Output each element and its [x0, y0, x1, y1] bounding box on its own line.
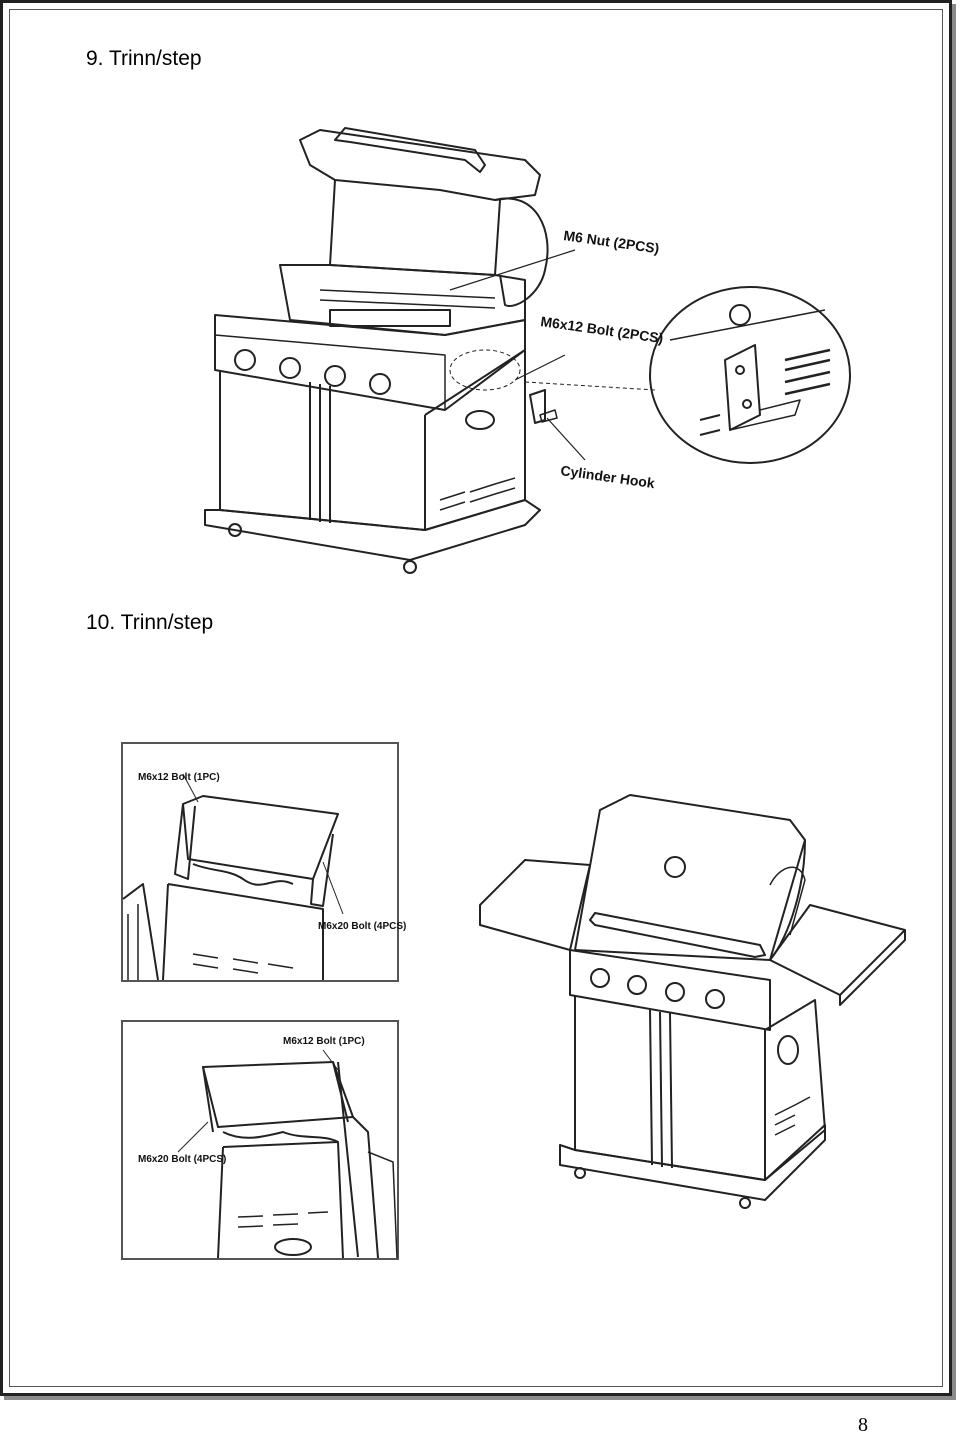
step-9-title: 9. Trinn/step	[86, 47, 202, 70]
control-panel	[569, 949, 771, 1031]
inset-1-drawing: M6x12 Bolt (1PC) M6x20 Bolt (4PCS)	[122, 772, 406, 981]
inset-2-drawing: M6x12 Bolt (1PC) M6x20 Bolt (4PCS)	[138, 1036, 398, 1259]
hood-lid	[299, 129, 541, 201]
cart-base	[559, 1124, 826, 1201]
hood-side	[494, 197, 549, 307]
knob	[665, 982, 685, 1002]
closed-hood	[574, 794, 806, 961]
knob	[369, 373, 391, 395]
knob	[627, 975, 647, 995]
step-10-inset-1: M6x12 Bolt (1PC) M6x20 Bolt (4PCS)	[121, 742, 406, 982]
step-9-illustration: M6 Nut (2PCS) M6x12 Bolt (2PCS) Cylinder…	[204, 127, 851, 574]
right-side-shelf	[769, 904, 906, 996]
detail-circle	[649, 286, 851, 464]
control-panel	[214, 314, 526, 411]
side-shelf	[182, 795, 339, 880]
knob	[590, 968, 610, 988]
hood-handle	[334, 127, 486, 173]
page-number: 8	[858, 1414, 868, 1436]
cylinder-hook	[529, 389, 546, 424]
cylinder-hook-label: Cylinder Hook	[560, 462, 656, 491]
side-shelf	[202, 1061, 354, 1128]
knob	[324, 365, 346, 387]
cabinet	[219, 370, 426, 531]
knob	[279, 357, 301, 379]
step-10-assembled-grill	[479, 794, 906, 1209]
knob	[705, 989, 725, 1009]
inset-1-bolt-top-label: M6x12 Bolt (1PC)	[138, 772, 220, 783]
knob	[234, 349, 256, 371]
hood-handle	[589, 912, 766, 958]
thermometer	[664, 856, 686, 878]
left-side-shelf	[479, 859, 591, 951]
page-frame-inner	[9, 9, 943, 1387]
bolt-label: M6x12 Bolt (2PCS)	[540, 313, 665, 346]
nut-label: M6 Nut (2PCS)	[563, 227, 661, 256]
step-10-inset-2: M6x12 Bolt (1PC) M6x20 Bolt (4PCS)	[121, 1020, 399, 1260]
inset-2-bolt-side-label: M6x20 Bolt (4PCS)	[138, 1154, 226, 1165]
page-frame	[0, 0, 952, 1396]
inset-2-bolt-top-label: M6x12 Bolt (1PC)	[283, 1036, 365, 1047]
inset-1-bolt-side-label: M6x20 Bolt (4PCS)	[318, 921, 406, 932]
cart-base	[204, 499, 541, 561]
step-10-title: 10. Trinn/step	[86, 611, 214, 634]
